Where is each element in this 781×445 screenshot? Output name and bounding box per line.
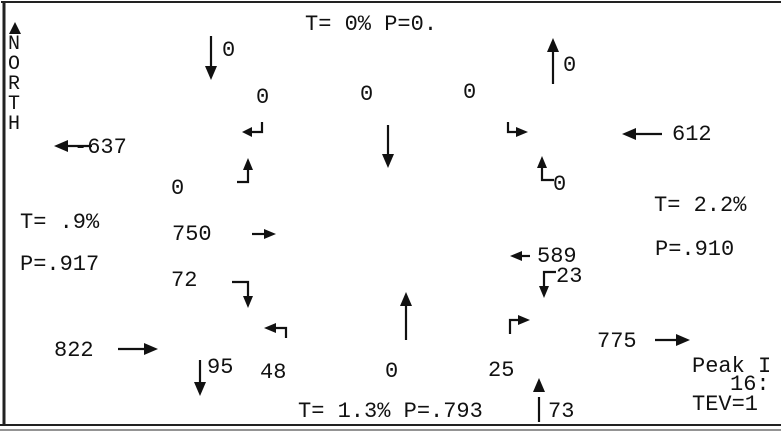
right-p-value: P=.910 <box>655 237 735 262</box>
wb-through-arrow-icon <box>252 229 276 239</box>
eb-right-volume: 0 <box>553 172 567 197</box>
nb-left-turn-arrow-icon-2 <box>508 315 530 334</box>
right-entry-volume: 775 <box>597 329 637 354</box>
left-p-value: P=.917 <box>20 252 100 277</box>
top-exit-volume: 0 <box>222 38 236 63</box>
eb-left-volume: 23 <box>556 264 583 289</box>
eb-through-arrow-icon <box>510 251 530 261</box>
eb-left-turn-arrow-icon <box>539 270 556 298</box>
north-letter-t: T <box>7 93 20 116</box>
eb-right-turn-arrow-icon <box>537 156 554 182</box>
nb-through-volume: 0 <box>385 359 399 384</box>
bottom-exit-volume: 95 <box>207 355 234 380</box>
wb-left-turn-arrow-icon <box>237 158 253 184</box>
eb-through-volume: 589 <box>537 244 577 269</box>
sb-right-volume: 0 <box>256 85 270 110</box>
top-entry-volume: 0 <box>563 53 577 78</box>
sb-left-volume: 0 <box>463 80 477 105</box>
wb-left-volume: 0 <box>171 176 185 201</box>
bottom-exit-arrow-icon <box>194 360 206 396</box>
tev-value: TEV=1 <box>692 392 759 417</box>
nb-right-volume: 48 <box>260 360 287 385</box>
left-exit-volume: -637 <box>74 135 127 160</box>
top-exit-arrow-icon <box>205 36 217 80</box>
nb-right-turn-arrow-icon <box>264 323 288 338</box>
nb-left-volume: 25 <box>488 358 515 383</box>
peak-time: 16: <box>730 372 770 397</box>
north-letter-r: R <box>7 73 20 96</box>
top-through-arrow-icon <box>382 125 394 168</box>
left-t-value: T= .9% <box>20 210 100 235</box>
bottom-summary: T= 1.3% P=.793 <box>298 399 483 424</box>
top-summary: T= 0% P=0. <box>305 12 438 37</box>
right-exit-volume: 612 <box>672 122 712 147</box>
right-entry-arrow-icon <box>655 334 690 346</box>
left-entry-arrow-icon <box>118 343 158 355</box>
left-exit-arrow-icon <box>54 140 92 152</box>
north-letter-n: N <box>7 33 20 56</box>
right-exit-arrow-icon <box>622 128 662 140</box>
wb-through-volume: 750 <box>172 222 212 247</box>
left-entry-volume: 822 <box>54 338 94 363</box>
nb-left-turn-arrow-icon <box>242 122 264 137</box>
north-letter-h: H <box>7 113 20 136</box>
top-entry-arrow-icon <box>547 38 559 84</box>
sb-right-turn-arrow-icon <box>506 122 528 137</box>
bottom-entry-arrow-icon <box>533 378 545 422</box>
wb-right-turn-arrow-icon <box>232 280 253 308</box>
peak-label: Peak I <box>692 354 772 379</box>
bottom-entry-volume: 73 <box>548 399 575 424</box>
wb-right-volume: 72 <box>171 268 198 293</box>
right-t-value: T= 2.2% <box>654 193 747 218</box>
north-arrow-icon <box>9 22 21 34</box>
bottom-through-arrow-icon <box>400 292 412 340</box>
sb-through-volume: 0 <box>360 82 374 107</box>
north-letter-o: O <box>7 53 20 76</box>
